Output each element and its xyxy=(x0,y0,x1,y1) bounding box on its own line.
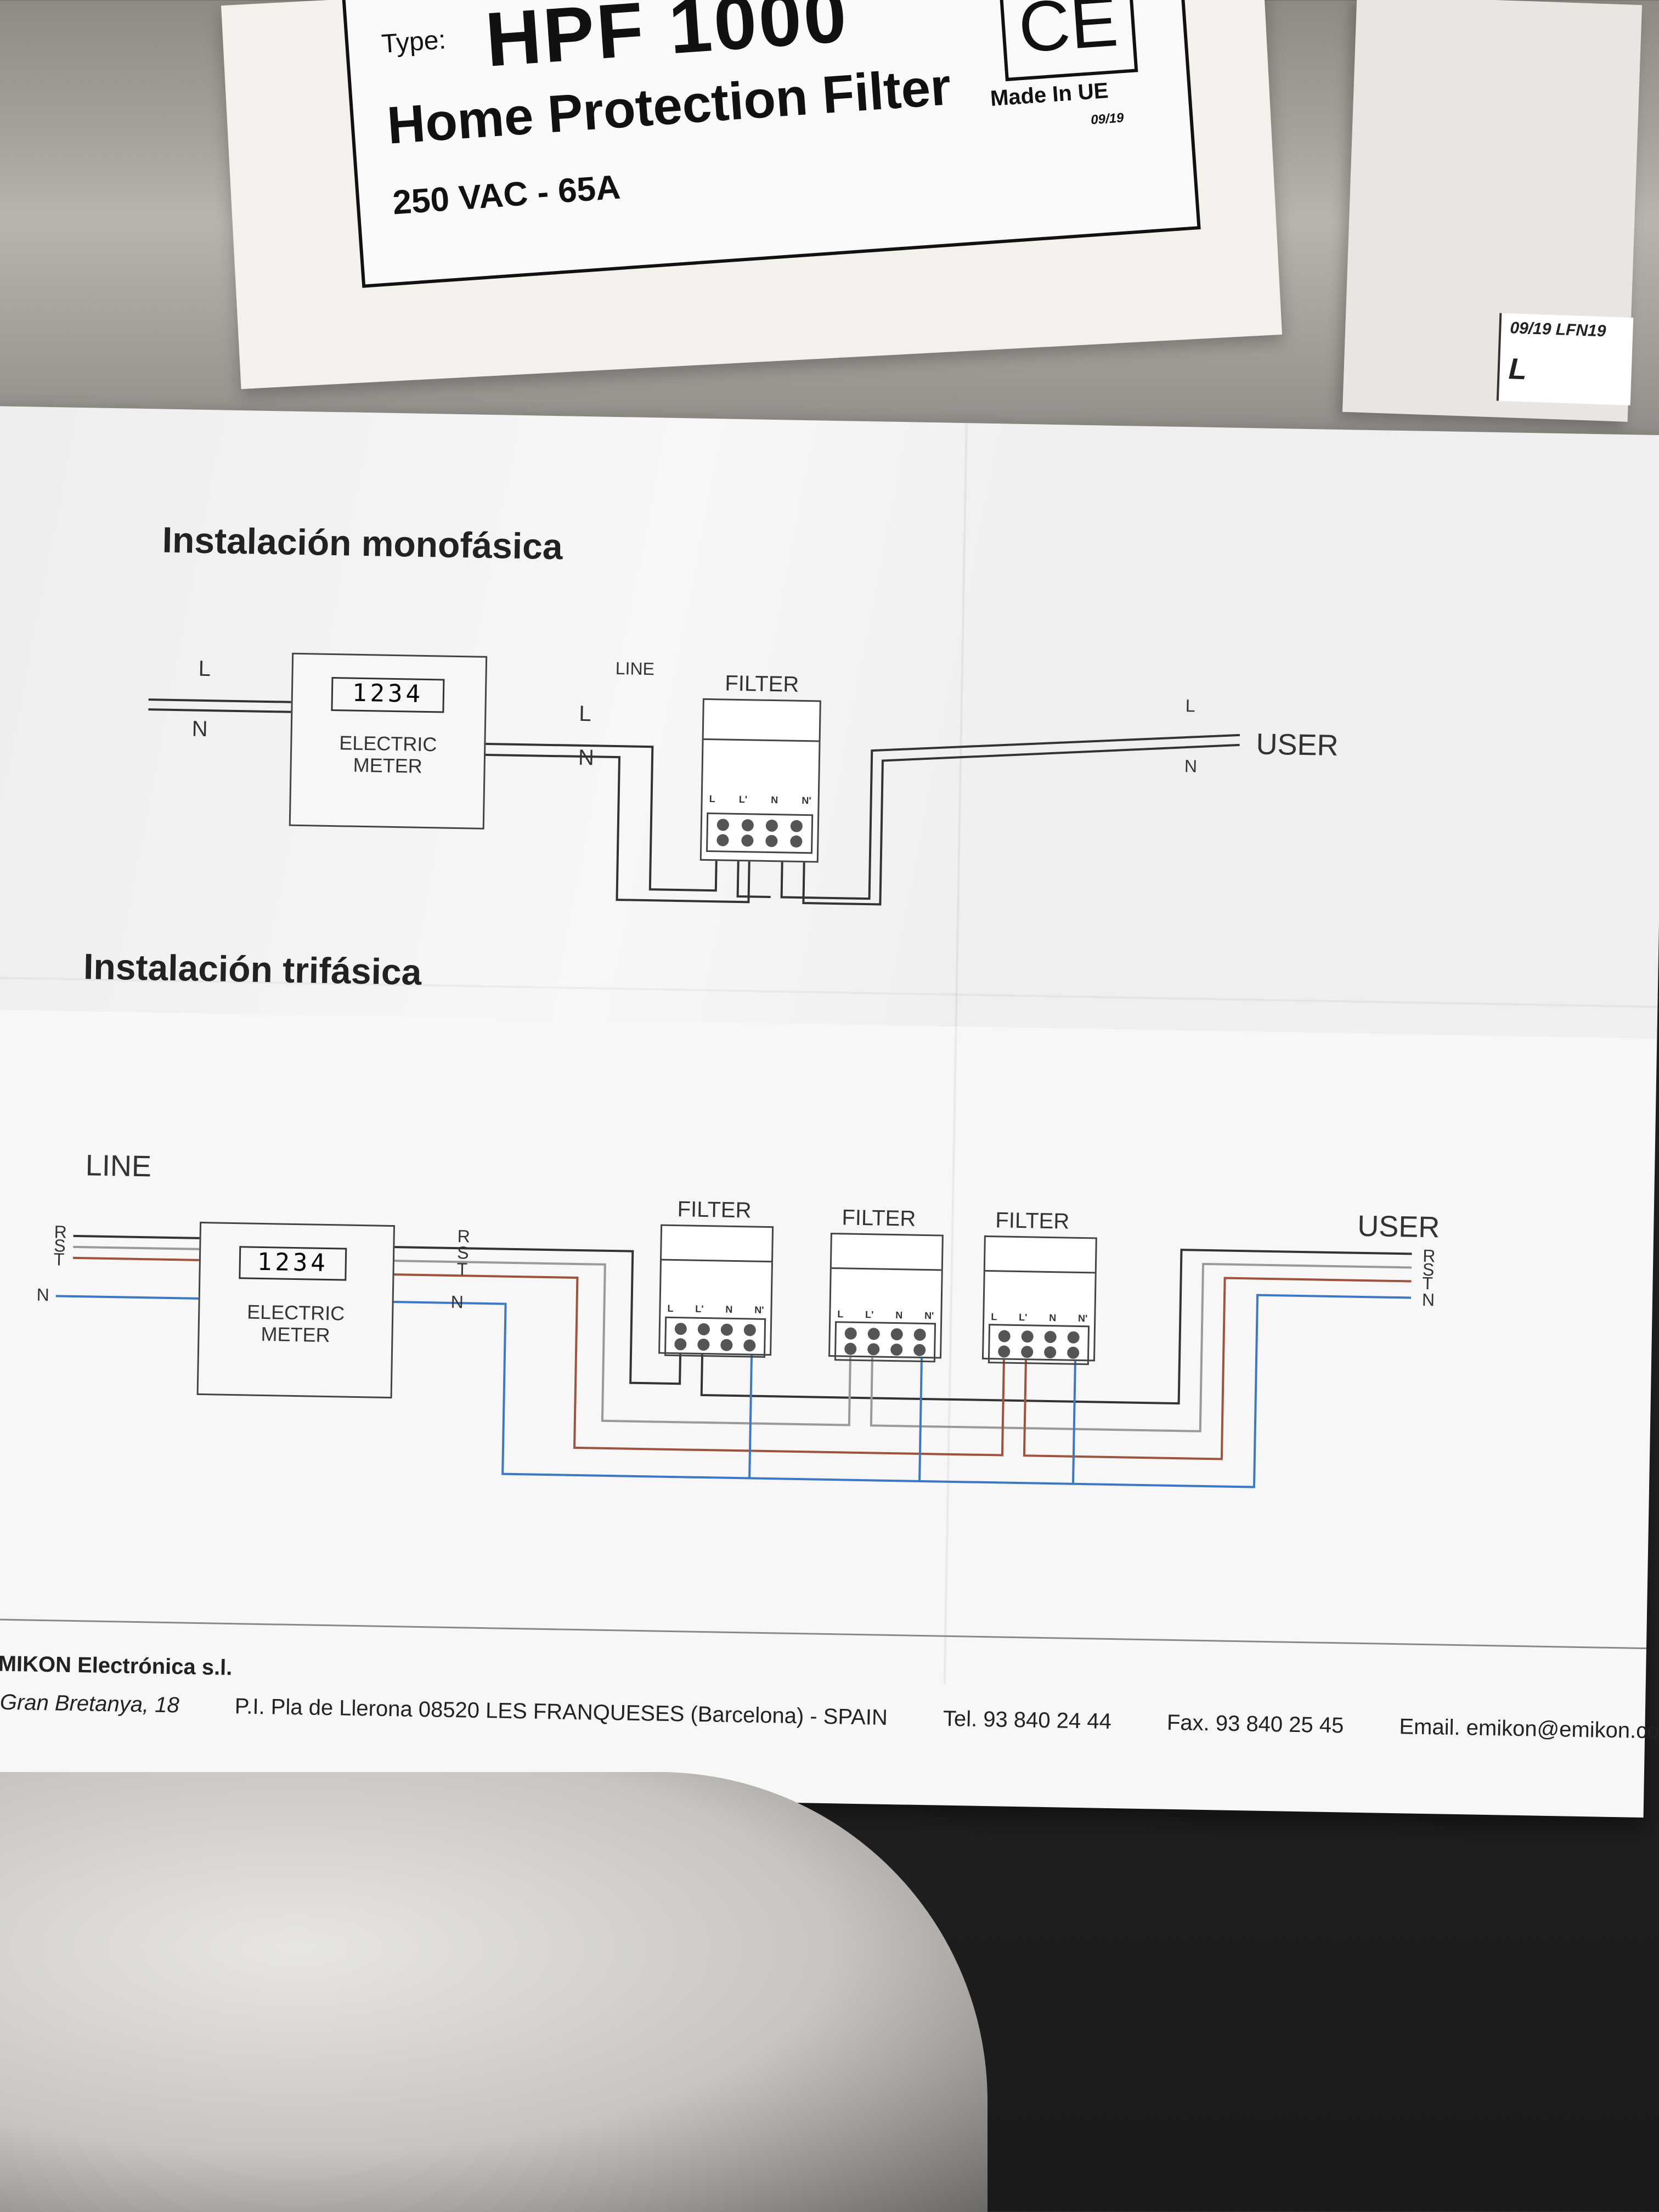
tri-user-label: USER xyxy=(1357,1209,1440,1244)
tri-electric-meter: 1234 ELECTRIC METER xyxy=(196,1221,396,1399)
company-name: EMIKON Electrónica s.l. xyxy=(0,1651,233,1680)
mono-wiring-svg xyxy=(148,698,1240,906)
tri-wire-t xyxy=(391,1273,1006,1457)
terminal-l: L xyxy=(991,1311,997,1323)
tri-wire-n-f1 xyxy=(748,1352,753,1479)
side-box-code: 09/19 LFN19 xyxy=(1509,319,1606,341)
tri-wire-t-out xyxy=(1023,1277,1412,1460)
address-street: C/ Gran Bretanya, 18 xyxy=(0,1690,180,1718)
terminal-l-prime: L' xyxy=(695,1303,704,1314)
address-tel: Tel. 93 840 24 44 xyxy=(943,1706,1112,1734)
tri-filter-label-3: FILTER xyxy=(995,1208,1070,1234)
tri-t-label: T xyxy=(456,1259,468,1279)
address-fax: Fax. 93 840 25 45 xyxy=(1166,1710,1344,1738)
filter-band xyxy=(662,1259,772,1263)
filter-band xyxy=(985,1269,1095,1274)
tri-wire-n xyxy=(379,1294,1412,1488)
mono-wire-n2 xyxy=(780,733,1240,900)
tri-out-n-label: N xyxy=(1421,1289,1435,1310)
terminal-l-prime: L' xyxy=(1018,1312,1028,1323)
tri-in-n xyxy=(55,1295,199,1300)
tri-wire-r xyxy=(391,1246,682,1385)
tri-in-n-label: N xyxy=(36,1284,50,1305)
tri-in-s xyxy=(73,1245,200,1250)
tri-meter-display: 1234 xyxy=(239,1246,347,1281)
terminal-n: N xyxy=(895,1310,903,1321)
tri-wire-r-out xyxy=(700,1249,1412,1405)
terminal-l: L xyxy=(837,1308,844,1320)
tri-wire-s xyxy=(391,1260,852,1426)
type-label: Type: xyxy=(380,25,447,59)
terminal-n-prime: N' xyxy=(1077,1312,1088,1324)
tri-terminal-block-1 xyxy=(664,1316,766,1358)
mono-in-l xyxy=(148,698,291,703)
tri-n-label: N xyxy=(450,1291,464,1312)
company-address: C/ Gran Bretanya, 18 P.I. Pla de Llerona… xyxy=(0,1690,1659,1745)
tri-in-t-label: T xyxy=(53,1249,65,1269)
filter-band xyxy=(831,1267,941,1271)
terminal-n-prime: N' xyxy=(924,1310,934,1322)
side-box: 09/19 LFN19 L xyxy=(1342,0,1643,422)
mono-in-n xyxy=(148,708,291,713)
date-code: 09/19 xyxy=(1090,110,1125,128)
mono-wire-n xyxy=(482,753,751,904)
made-in-label: Made In UE xyxy=(989,78,1109,111)
terminal-l: L xyxy=(667,1302,674,1314)
address-email: Email. emikon@emikon.com xyxy=(1399,1714,1659,1744)
mono-wire-out xyxy=(802,743,1240,906)
mono-wire-l2 xyxy=(736,857,771,898)
tri-wire-s-out xyxy=(870,1262,1412,1432)
tri-filter-label-1: FILTER xyxy=(677,1197,752,1223)
tri-filter-terminals-1: L L' N N' xyxy=(667,1303,764,1316)
terminal-n-prime: N' xyxy=(754,1304,764,1316)
terminal-n: N xyxy=(725,1304,733,1315)
tri-in-r xyxy=(73,1234,200,1239)
tri-wire-n-f2 xyxy=(918,1355,923,1481)
tri-wiring-svg xyxy=(55,1234,1412,1488)
terminal-n: N xyxy=(1049,1312,1057,1324)
product-rating: 250 VAC - 65A xyxy=(391,168,622,222)
address-area: P.I. Pla de Llerona 08520 LES FRANQUESES… xyxy=(234,1694,888,1730)
ce-mark-icon: CE xyxy=(998,0,1138,82)
fabric-background xyxy=(0,1772,988,2212)
tri-meter-text-2: METER xyxy=(261,1322,330,1347)
tri-in-t xyxy=(72,1256,199,1261)
tri-filter-device-3: L L' N N' xyxy=(981,1235,1097,1365)
tri-filter-terminals-3: L L' N N' xyxy=(991,1311,1087,1324)
tri-filter-device-2: L L' N N' xyxy=(828,1233,944,1363)
side-box-letter: L xyxy=(1508,352,1527,386)
tri-wire-n-f3 xyxy=(1072,1357,1077,1484)
instruction-sheet: Instalación monofásica L N 1234 ELECTRIC… xyxy=(0,406,1659,1818)
tri-terminal-block-2 xyxy=(834,1321,936,1363)
tri-terminal-block-3 xyxy=(988,1324,1090,1365)
tri-filter-terminals-2: L L' N N' xyxy=(837,1308,934,1322)
tri-filter-label-2: FILTER xyxy=(842,1205,916,1231)
mono-wire-l xyxy=(482,742,718,892)
tri-filter-device-1: L L' N N' xyxy=(658,1224,774,1358)
terminal-l-prime: L' xyxy=(865,1309,874,1321)
tri-meter-text-1: ELECTRIC xyxy=(246,1300,345,1325)
